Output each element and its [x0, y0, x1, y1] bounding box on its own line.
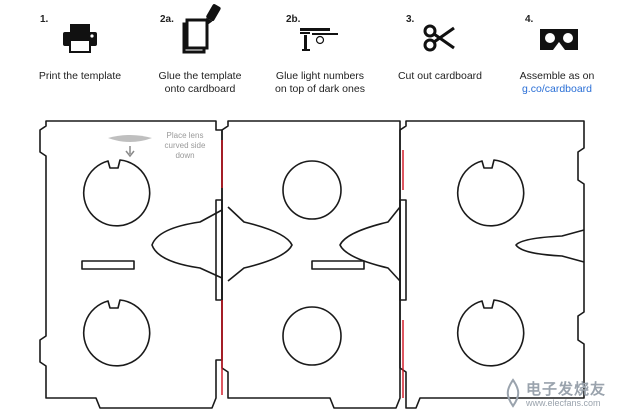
- stacked-numbers-icon: [298, 20, 342, 61]
- right-top-lens-hole: [456, 159, 525, 227]
- left-slot: [81, 260, 135, 270]
- step-caption: Glue the template onto cardboard: [130, 70, 270, 96]
- caption-line: Assemble as on: [519, 70, 595, 82]
- watermark: 电子发烧友 www.elecfans.com: [500, 372, 618, 416]
- lens-note-line: Place lens: [166, 131, 204, 140]
- arrow-down-icon: [125, 146, 135, 158]
- lens-note-line: down: [175, 151, 195, 160]
- left-nose-cutout: [151, 209, 223, 279]
- step-number: 4.: [525, 14, 534, 25]
- caption-line: onto cardboard: [164, 83, 236, 95]
- left-top-lens-hole: [82, 159, 151, 227]
- caption-line: Glue the template: [158, 70, 242, 82]
- middle-nose-cutout-right: [339, 206, 401, 282]
- lens-note: Place lens curved side down: [150, 131, 220, 161]
- step-number: 2b.: [286, 14, 301, 25]
- middle-nose-cutout: [227, 206, 293, 282]
- right-side-slot: [399, 199, 407, 301]
- left-bottom-lens-hole: [82, 299, 151, 367]
- caption-line: Cut out cardboard: [397, 70, 483, 82]
- scissors-icon: [422, 20, 458, 61]
- left-panel-outline: [39, 120, 223, 409]
- step-number: 3.: [406, 14, 415, 25]
- right-bottom-lens-hole: [456, 299, 525, 367]
- instruction-steps: 1. Print the template 2a.: [0, 0, 620, 110]
- lens-note-line: curved side: [164, 141, 206, 150]
- step-caption: Print the template: [10, 70, 150, 83]
- printer-icon: [60, 20, 100, 61]
- caption-line: Print the template: [38, 70, 122, 82]
- caption-line: on top of dark ones: [275, 83, 365, 95]
- right-panel-outline: [399, 120, 585, 409]
- middle-slot: [311, 260, 365, 270]
- watermark-logo-icon: [506, 378, 520, 408]
- glue-icon: [178, 2, 224, 63]
- cardboard-viewer-icon: [537, 20, 581, 61]
- caption-line: Glue light numbers: [275, 70, 365, 82]
- watermark-url: www.elecfans.com: [526, 398, 601, 408]
- step-number: 2a.: [160, 14, 174, 25]
- cardboard-link[interactable]: g.co/cardboard: [521, 83, 593, 95]
- middle-bottom-lens-hole: [282, 306, 342, 366]
- lens-shape-icon: [108, 135, 152, 142]
- step-caption: Assemble as on g.co/cardboard: [487, 70, 620, 96]
- step-caption: Cut out cardboard: [370, 70, 510, 83]
- middle-top-lens-hole: [282, 160, 342, 220]
- step-number: 1.: [40, 14, 49, 25]
- right-nose-cutout: [515, 229, 585, 263]
- step-caption: Glue light numbers on top of dark ones: [250, 70, 390, 96]
- middle-side-slot: [215, 199, 223, 301]
- watermark-text: 电子发烧友: [526, 381, 607, 398]
